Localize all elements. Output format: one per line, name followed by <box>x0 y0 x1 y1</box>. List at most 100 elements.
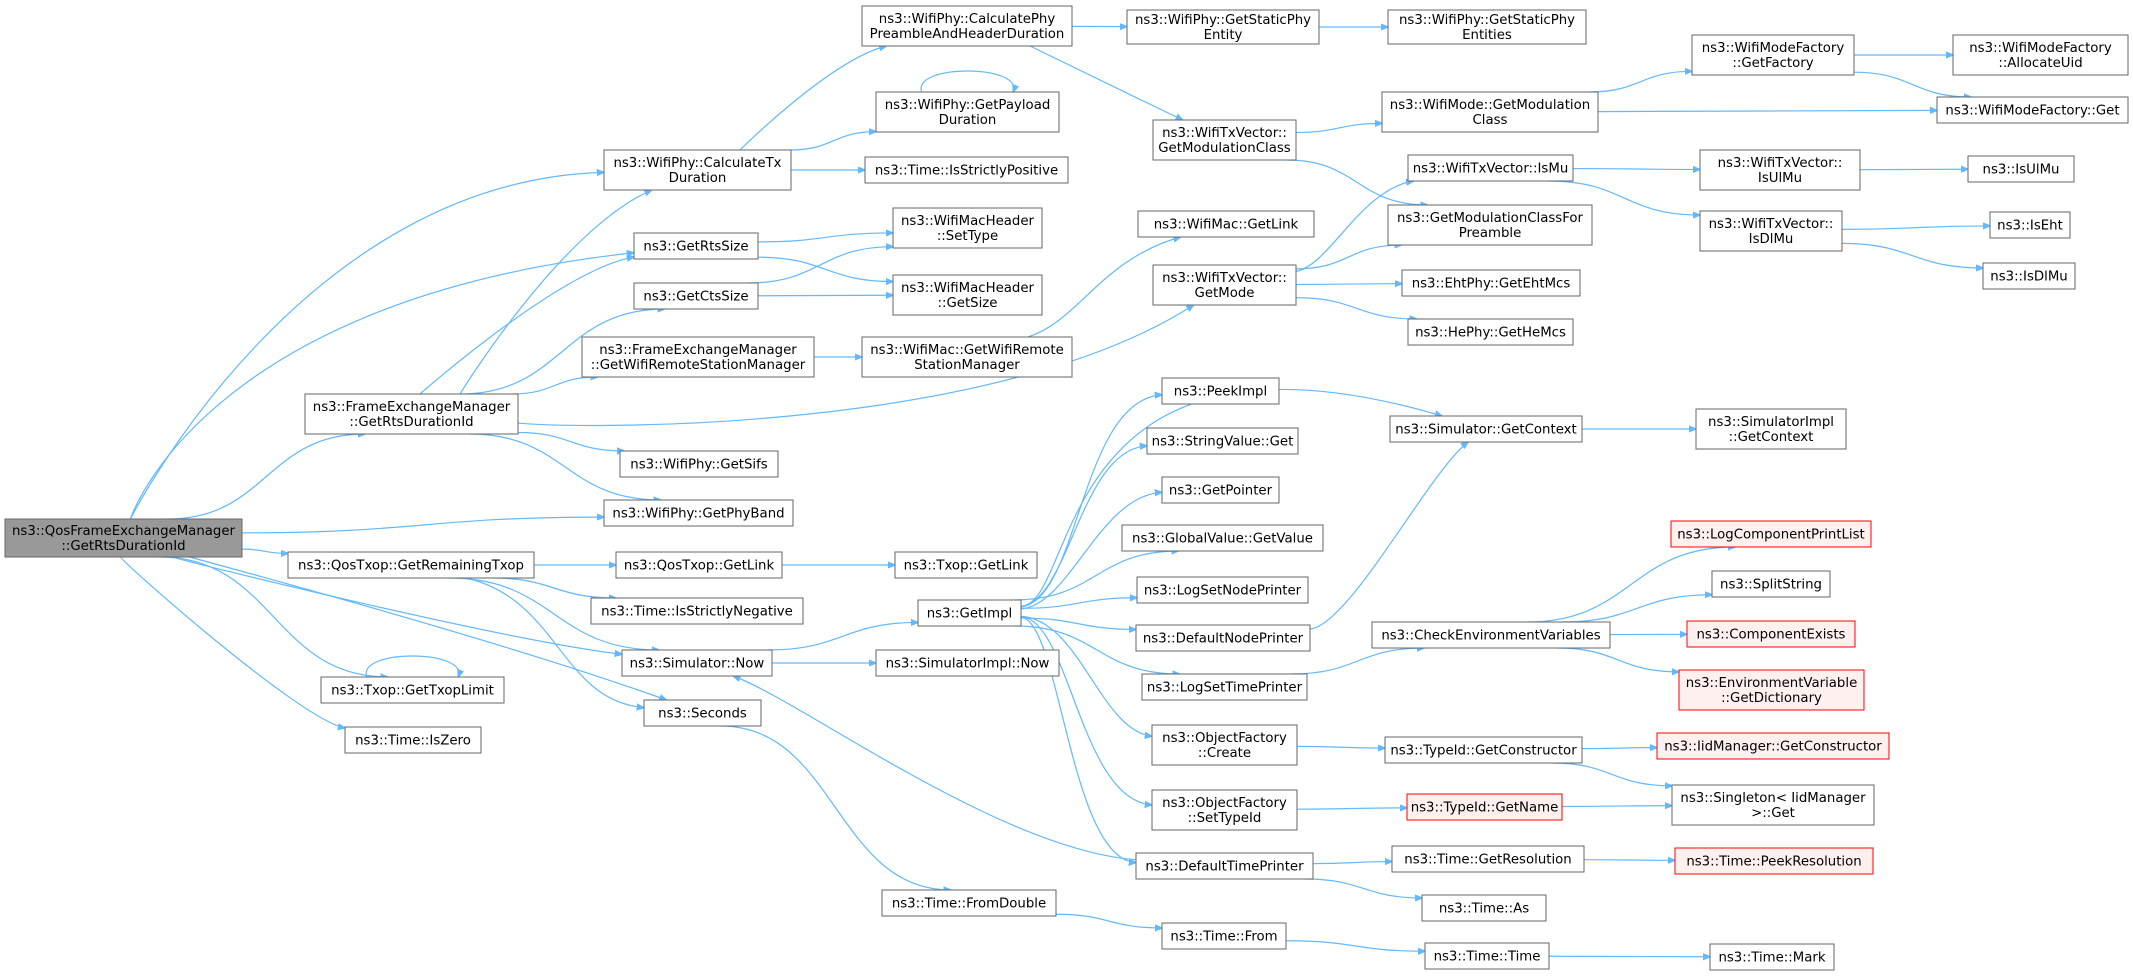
node-fem_getwrsm[interactable]: ns3::FrameExchangeManager::GetWifiRemote… <box>581 336 815 378</box>
node-sim_getcontext[interactable]: ns3::Simulator::GetContext <box>1389 415 1583 443</box>
node-label: ::GetFactory <box>1732 56 1813 71</box>
node-box <box>861 5 1073 47</box>
node-splitstring[interactable]: ns3::SplitString <box>1711 570 1831 598</box>
node-wtv_getmode[interactable]: ns3::WifiTxVector::GetMode <box>1152 264 1297 306</box>
node-sim_now[interactable]: ns3::Simulator::Now <box>621 649 773 677</box>
edge-getimpl-to-logsetnodeprinter <box>1020 598 1137 609</box>
edge-defaulttimeprinter-to-time_getresolution <box>1312 862 1392 864</box>
node-root[interactable]: ns3::QosFrameExchangeManager::GetRtsDura… <box>4 518 243 558</box>
node-wtv_ismu[interactable]: ns3::WifiTxVector::IsMu <box>1407 154 1574 182</box>
node-time_getresolution[interactable]: ns3::Time::GetResolution <box>1391 845 1585 873</box>
node-defaulttimeprinter[interactable]: ns3::DefaultTimePrinter <box>1135 852 1314 880</box>
node-label: ns3::FrameExchangeManager <box>599 343 797 358</box>
node-typeid_getconstructor[interactable]: ns3::TypeId::GetConstructor <box>1384 736 1583 764</box>
node-label: ns3::EnvironmentVariable <box>1686 676 1858 691</box>
node-label: Class <box>1473 113 1508 128</box>
node-typeid_getname[interactable]: ns3::TypeId::GetName <box>1406 793 1563 821</box>
node-box <box>621 649 773 677</box>
edge-root-to-wp_getphyband <box>241 517 604 534</box>
node-gv_getvalue[interactable]: ns3::GlobalValue::GetValue <box>1121 524 1324 552</box>
edge-getctssize-to-wmh_settype <box>747 247 893 284</box>
node-time_mark[interactable]: ns3::Time::Mark <box>1709 943 1835 971</box>
node-box <box>1711 570 1831 598</box>
node-wmf_getfactory[interactable]: ns3::WifiModeFactory::GetFactory <box>1691 34 1855 76</box>
node-time_isstrictpos[interactable]: ns3::Time::IsStrictlyPositive <box>864 156 1069 184</box>
node-of_create[interactable]: ns3::ObjectFactory::Create <box>1151 724 1298 766</box>
node-label: ::AllocateUid <box>1998 56 2082 71</box>
node-getctssize[interactable]: ns3::GetCtsSize <box>633 282 759 310</box>
node-getpointer[interactable]: ns3::GetPointer <box>1161 476 1280 504</box>
nodes: ns3::QosFrameExchangeManager::GetRtsDura… <box>4 5 2129 971</box>
node-defaultnodeprinter[interactable]: ns3::DefaultNodePrinter <box>1135 624 1311 652</box>
node-envvar_getdict[interactable]: ns3::EnvironmentVariable::GetDictionary <box>1678 669 1865 711</box>
node-wmh_getsize[interactable]: ns3::WifiMacHeader::GetSize <box>892 274 1043 316</box>
node-txop_getlimit[interactable]: ns3::Txop::GetTxopLimit <box>320 676 505 704</box>
node-eht_getmcs[interactable]: ns3::EhtPhy::GetEhtMcs <box>1401 269 1581 297</box>
node-seconds[interactable]: ns3::Seconds <box>643 699 762 727</box>
node-logsetnodeprinter[interactable]: ns3::LogSetNodePrinter <box>1136 576 1309 604</box>
node-singleton_get[interactable]: ns3::Singleton< IidManager>::Get <box>1671 784 1875 826</box>
node-time_isstrictneg[interactable]: ns3::Time::IsStrictlyNegative <box>590 597 804 625</box>
node-time_iszero[interactable]: ns3::Time::IsZero <box>344 726 482 754</box>
node-wm_getmodclass[interactable]: ns3::WifiMode::GetModulationClass <box>1381 91 1599 133</box>
node-wmh_settype[interactable]: ns3::WifiMacHeader::SetType <box>892 207 1043 249</box>
node-label: ns3::Time::As <box>1439 902 1529 917</box>
node-box <box>875 91 1060 133</box>
node-box <box>633 232 759 260</box>
node-iidmgr_getconstructor[interactable]: ns3::IidManager::GetConstructor <box>1656 732 1890 760</box>
node-iseht[interactable]: ns3::IsEht <box>1989 211 2071 239</box>
node-label: ns3::Seconds <box>658 707 747 722</box>
node-qostxop_getremaining[interactable]: ns3::QosTxop::GetRemainingTxop <box>287 551 535 579</box>
node-label: ns3::QosTxop::GetRemainingTxop <box>298 559 524 574</box>
node-time_peekresolution[interactable]: ns3::Time::PeekResolution <box>1674 847 1874 875</box>
node-wtv_getmodclass[interactable]: ns3::WifiTxVector::GetModulationClass <box>1152 119 1297 161</box>
node-logcomp_printlist[interactable]: ns3::LogComponentPrintList <box>1670 520 1872 548</box>
node-simimpl_now[interactable]: ns3::SimulatorImpl::Now <box>875 649 1060 677</box>
node-he_getmcs[interactable]: ns3::HePhy::GetHeMcs <box>1407 318 1574 346</box>
node-getimpl[interactable]: ns3::GetImpl <box>917 599 1022 627</box>
edge-fem_getrts-to-wp_calctx <box>459 190 652 395</box>
node-label: ns3::WifiModeFactory::Get <box>1945 104 2119 119</box>
node-wmac_getwrsm[interactable]: ns3::WifiMac::GetWifiRemoteStationManage… <box>861 336 1073 378</box>
node-wp_calcpre[interactable]: ns3::WifiPhy::CalculatePhyPreambleAndHea… <box>861 5 1073 47</box>
node-getrtssize[interactable]: ns3::GetRtsSize <box>633 232 759 260</box>
node-wp_getphyband[interactable]: ns3::WifiPhy::GetPhyBand <box>603 499 794 527</box>
node-time_fromdouble[interactable]: ns3::Time::FromDouble <box>881 889 1057 917</box>
edge-wmf_getfactory-to-wmf_get <box>1853 71 1971 97</box>
node-time_from[interactable]: ns3::Time::From <box>1161 922 1287 950</box>
node-time_as[interactable]: ns3::Time::As <box>1421 894 1547 922</box>
node-wmf_get[interactable]: ns3::WifiModeFactory::Get <box>1936 96 2129 124</box>
edge-fem_getrts-to-fem_getwrsm <box>512 377 597 395</box>
node-label: ns3::WifiTxVector:: <box>1718 156 1843 171</box>
node-wp_getsifs[interactable]: ns3::WifiPhy::GetSifs <box>619 450 779 478</box>
node-txop_getlink[interactable]: ns3::Txop::GetLink <box>894 551 1038 579</box>
node-wtv_isdlmu[interactable]: ns3::WifiTxVector::IsDlMu <box>1699 210 1843 252</box>
node-wmf_alloc[interactable]: ns3::WifiModeFactory::AllocateUid <box>1952 34 2129 76</box>
node-logsettimeprinter[interactable]: ns3::LogSetTimePrinter <box>1141 673 1308 701</box>
node-checkenv[interactable]: ns3::CheckEnvironmentVariables <box>1371 621 1611 649</box>
node-label: ns3::LogSetTimePrinter <box>1147 681 1303 696</box>
node-label: ::SetTypeId <box>1188 811 1262 826</box>
node-wtv_isulmu[interactable]: ns3::WifiTxVector::IsUlMu <box>1699 149 1861 191</box>
node-time_time[interactable]: ns3::Time::Time <box>1424 942 1550 970</box>
edge-getimpl-to-logsettimeprinter <box>1014 625 1179 674</box>
node-fem_getrts[interactable]: ns3::FrameExchangeManager::GetRtsDuratio… <box>304 393 519 435</box>
node-isdlmu[interactable]: ns3::IsDlMu <box>1982 262 2076 290</box>
node-of_settypeid[interactable]: ns3::ObjectFactory::SetTypeId <box>1151 789 1298 831</box>
node-stringvalue_get[interactable]: ns3::StringValue::Get <box>1146 427 1299 455</box>
node-isulmu[interactable]: ns3::IsUlMu <box>1967 155 2075 183</box>
node-simimpl_getcontext[interactable]: ns3::SimulatorImpl::GetContext <box>1695 408 1847 450</box>
node-qostxop_getlink[interactable]: ns3::QosTxop::GetLink <box>615 551 783 579</box>
node-peekimpl[interactable]: ns3::PeekImpl <box>1161 377 1280 405</box>
node-wmac_getlink[interactable]: ns3::WifiMac::GetLink <box>1137 210 1315 238</box>
node-label: ns3::StringValue::Get <box>1152 435 1294 450</box>
node-componentexists[interactable]: ns3::ComponentExists <box>1686 620 1856 648</box>
edge-sim_now-to-getimpl <box>767 622 918 651</box>
node-box <box>1656 732 1890 760</box>
node-label: ns3::DefaultTimePrinter <box>1145 860 1304 875</box>
